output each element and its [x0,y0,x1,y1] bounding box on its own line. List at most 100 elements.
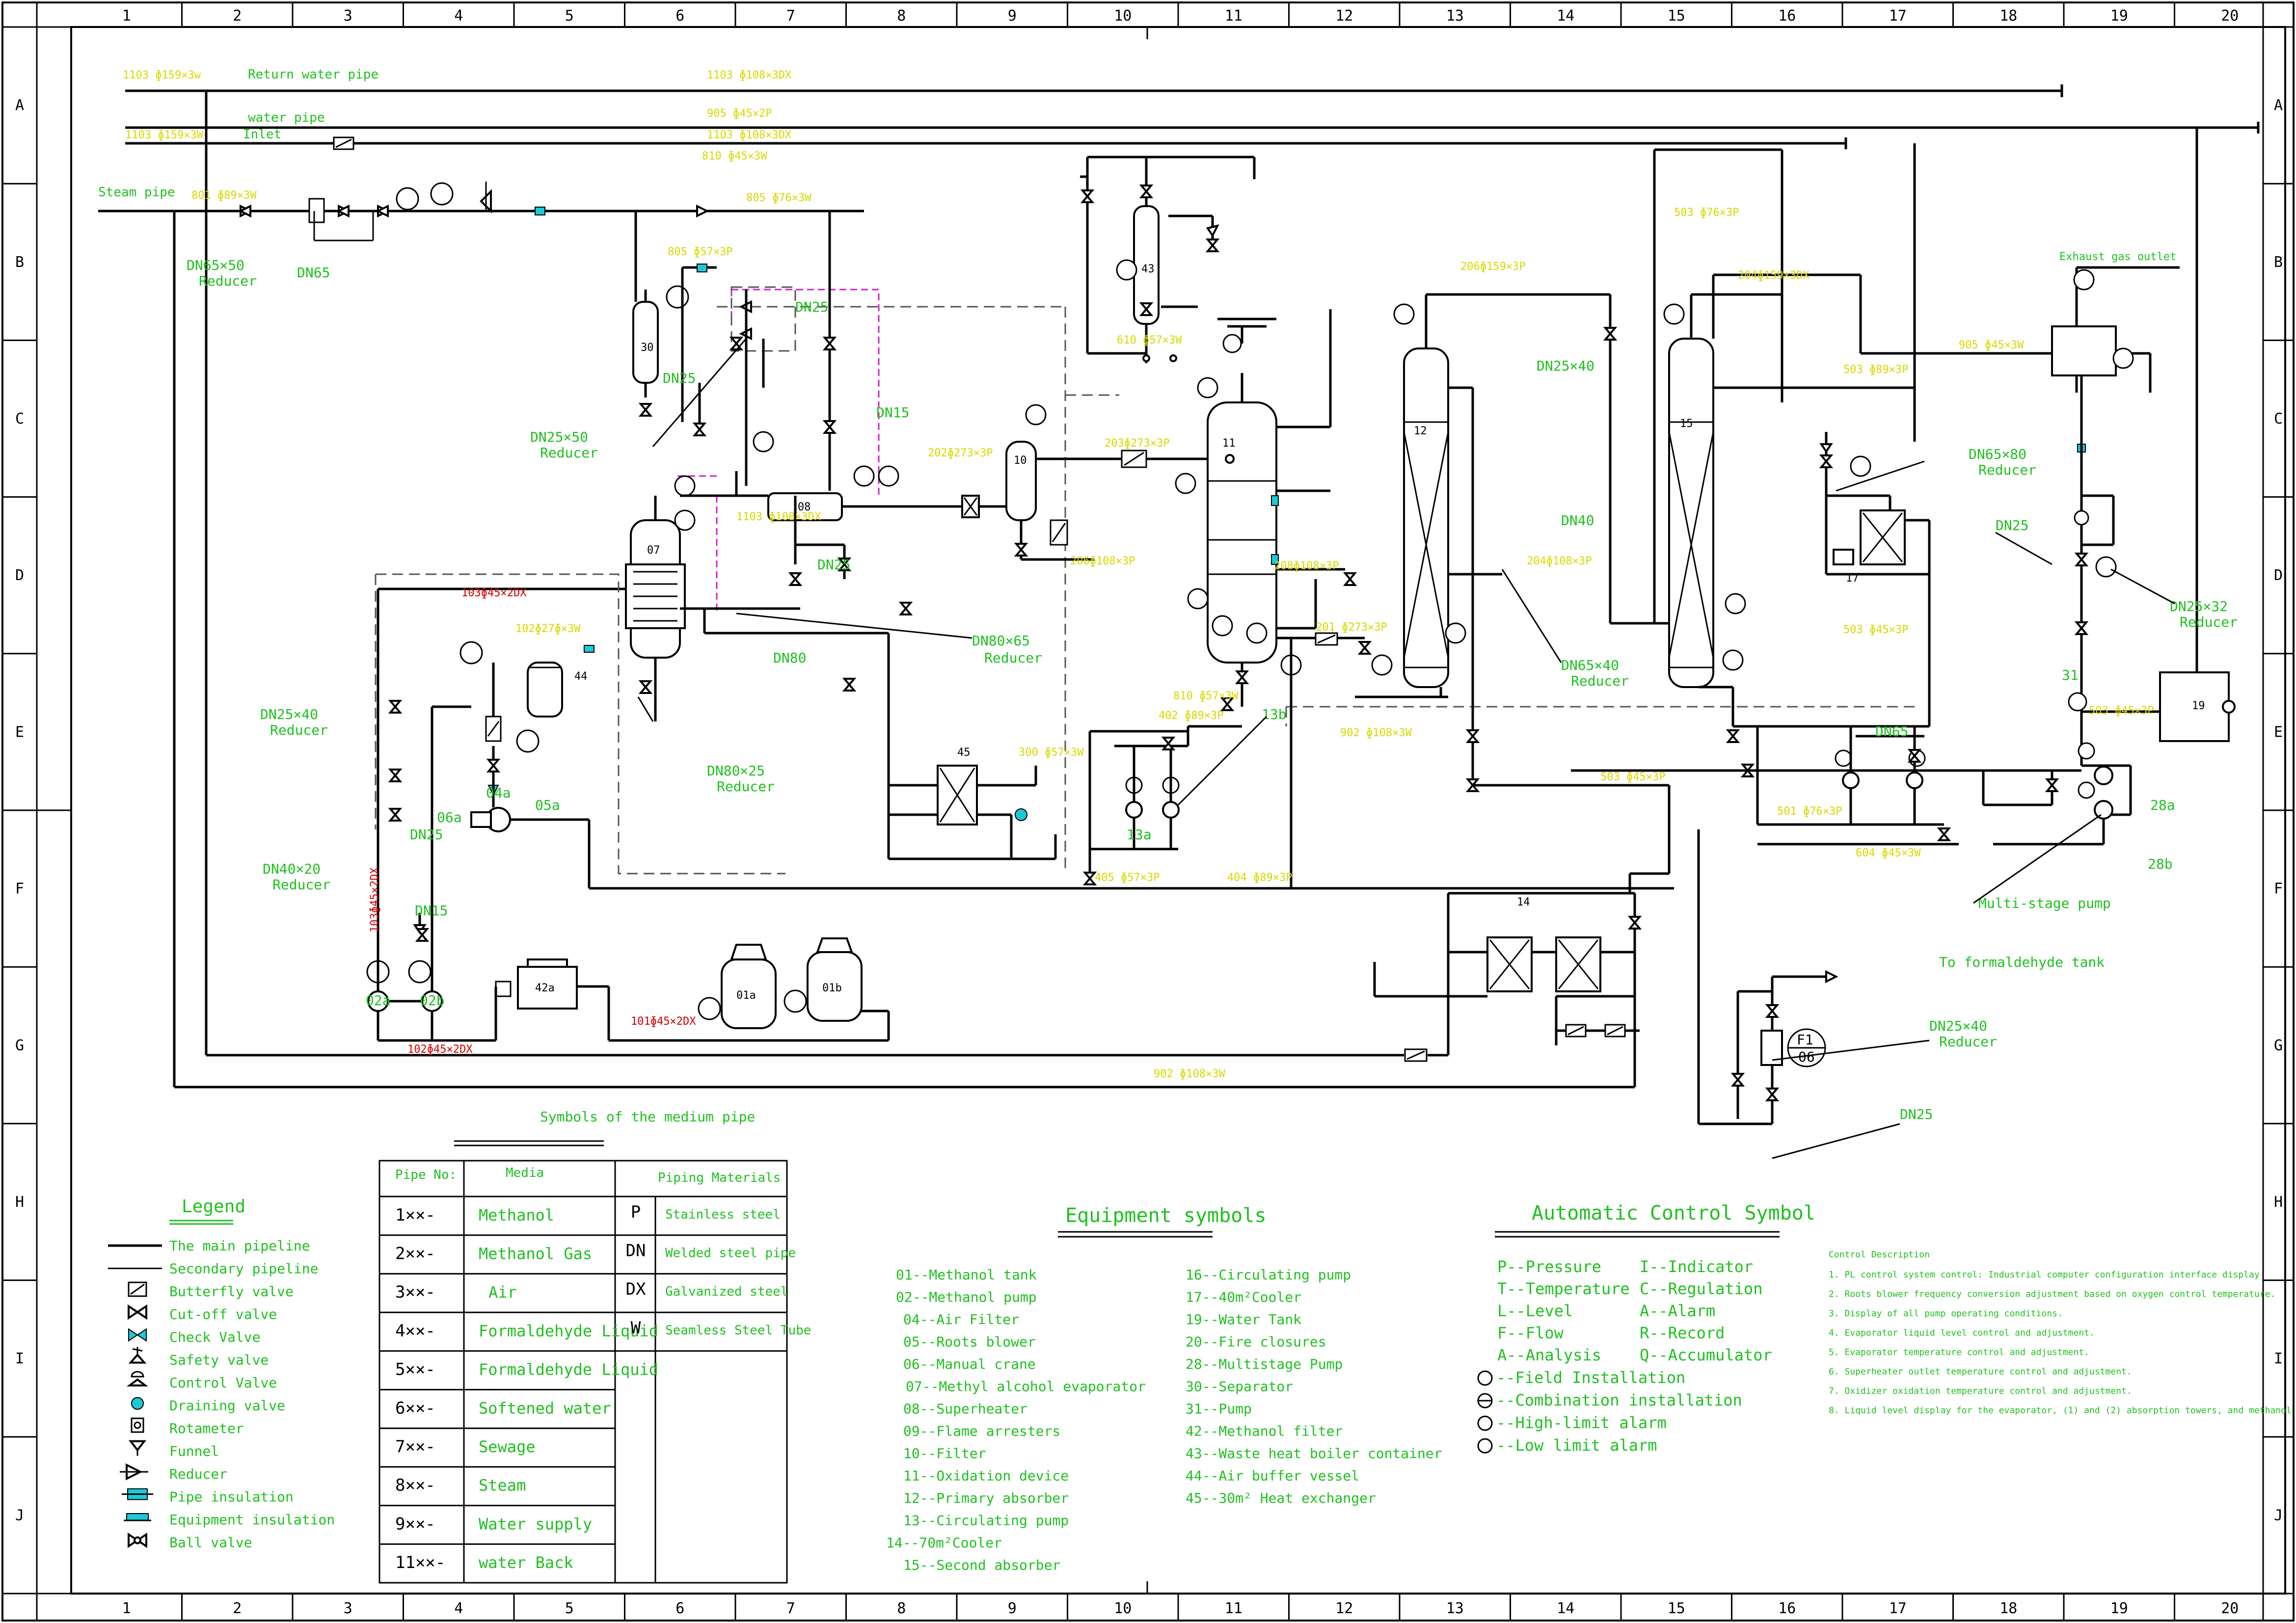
grid-row-label: H [2274,1194,2283,1211]
tag-08: 08 [798,501,811,513]
reducer-note: DN25×40 [260,706,318,722]
grid-col-label: 6 [675,1600,684,1617]
th-material: Piping Materials [658,1171,781,1185]
separator-30 [632,211,717,427]
grid-col-label: 5 [565,7,574,25]
pipe-code: 203ɸ273×3P [1105,437,1169,450]
valve-icon [388,808,403,822]
pipe-code: 1103 ɸ108×3DX [707,129,792,141]
tag-f1: F1 [1797,1032,1813,1048]
medium-title: Symbols of the medium pipe [540,1109,755,1125]
pipe-code: 810 ɸ57×3W [1173,690,1239,702]
table-material: Galvanized steel [665,1284,788,1299]
green-annotations: Return water pipe water pipe Inlet Steam… [98,67,2238,1122]
legend-label: The main pipeline [169,1238,310,1254]
legend-label: Funnel [169,1443,219,1460]
tag-06a: 06a [437,809,462,825]
description-item: 5. Evaporator temperature control and ad… [1829,1347,2089,1357]
valve-icon [1765,1088,1780,1101]
grid-col-label: 13 [1446,1600,1464,1617]
pipe-code: 810 ɸ45×3W [702,150,767,162]
pipe-code: 1103 ɸ108×3DX [736,511,821,523]
circulating-pumps-13 [1088,725,1242,883]
reducer-note: Reducer [1571,673,1629,689]
grid-row-label: G [2274,1037,2283,1054]
control-item: F--Flow [1497,1324,1564,1342]
reducer-note: DN80×25 [707,763,765,779]
valve-icon [898,602,913,615]
install-item: --Combination installation [1496,1391,1742,1410]
table-media: Formaldehyde Liquid [479,1322,658,1340]
pipe-code: 204ɸ108×3P [1527,555,1592,567]
table-pipe-no: 1××- [395,1205,435,1225]
valve-icon [729,337,744,350]
grid-col-label: 18 [1999,1600,2017,1617]
superheater-08 [680,211,1006,579]
reducer-note: DN25 [663,370,696,386]
cooler-14 [1373,784,1671,1045]
leader-lines [637,338,2175,1159]
pipe-code: 1103 ɸ159×3W [125,129,204,141]
pipe-code: 503 ɸ45×3P [2089,705,2154,717]
tag-28b: 28b [2148,856,2173,872]
equipment-item: 02--Methanol pump [896,1289,1037,1305]
pipe-code: 905 ɸ45×2P [707,107,772,120]
reducer-note: DN25×40 [1537,358,1594,374]
valve-icon [638,403,653,417]
reducer-note: Reducer [1978,462,2036,478]
reducer-note: DN15 [415,903,448,919]
grid-row-label: C [15,410,24,427]
grid-row-label: J [2274,1507,2283,1524]
equipment-item: 15--Second absorber [903,1557,1060,1573]
valve-icon [1627,916,1642,930]
air-filter-roots-blower [459,641,1674,890]
table-material: Welded steel pipe [665,1246,796,1260]
reducer-note: DN40×20 [263,861,321,877]
pipe-code: 201 ɸ273×3P [1316,621,1387,634]
tag-42a: 42a [535,982,555,994]
reducer-note: DN65 [1875,723,1908,740]
table-material: Seamless Steel Tube [665,1323,811,1338]
table-material-code: P [631,1202,641,1222]
equipment-item: 13--Circulating pump [903,1513,1069,1529]
tag-13a: 13a [1127,826,1152,843]
grid-col-label: 9 [1008,1600,1017,1617]
pipe-code: 503 ɸ76×3P [1674,207,1739,219]
pipe-code: 610 ɸ57×3W [1117,334,1182,346]
grid-col-label: 1 [122,7,131,25]
reducer-note: DN25×32 [2170,598,2228,614]
valve-icon [486,759,501,772]
equipment-item: 42--Methanol filter [1186,1423,1343,1439]
install-symbol-icon [1477,1415,1493,1431]
valve-icon [1343,572,1357,586]
table-media: Air [488,1283,517,1302]
pipe-code: 102ɸ45×2DX [407,1043,473,1056]
valve-icon [638,680,653,694]
grid-col-label: 16 [1778,7,1796,25]
equipment-symbols: Equipment symbols 01--Methanol tank02--M… [886,1204,1442,1573]
insulation-envelope [375,289,1915,875]
check-valve-icon [128,1328,147,1342]
grid-row-label: F [2274,880,2283,898]
pipe-code: 1103 ɸ159×3w [123,69,201,81]
grid-row-label: B [2274,254,2283,271]
grid-col-label: 16 [1778,1600,1796,1617]
tag-15: 15 [1680,418,1693,430]
grid-col-label: 4 [454,1600,463,1617]
pipe-code: 103ɸ45×2DX [461,587,527,599]
pipe-labels: 1103 ɸ159×3w 1103 ɸ108×3DX 905 ɸ45×2P 11… [123,69,2154,1080]
valve-icon [1220,697,1235,711]
tag-30: 30 [641,342,654,354]
equipment-item: 17--40m²Cooler [1186,1289,1301,1305]
grid-row-label: G [15,1037,24,1054]
equipment-tags: 19 17 14 12 15 11 10 08 07 44 45 43 30 4… [366,263,2205,1065]
reducer-note: DN25 [410,826,443,843]
pipe-code: 300 ɸ57×3W [1019,746,1084,759]
valve-icon [788,572,803,586]
grid-row-label: E [2274,723,2283,741]
valve-icon [1014,543,1028,557]
equipment-item: 10--Filter [903,1445,986,1462]
table-material-code: DX [626,1279,646,1299]
control-item: L--Level [1497,1302,1573,1320]
